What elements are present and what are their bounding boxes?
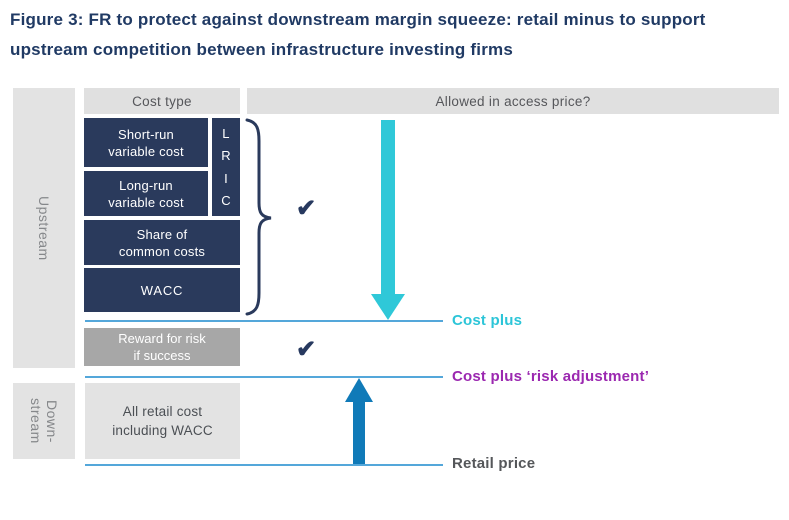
box-long-run-variable-cost: Long-run variable cost bbox=[84, 171, 208, 216]
box-text: WACC bbox=[140, 282, 184, 298]
upstream-band: Upstream bbox=[13, 88, 75, 368]
risk-adjustment-label: Cost plus ‘risk adjustment’ bbox=[452, 368, 650, 385]
box-all-retail-cost: All retail cost including WACC bbox=[85, 383, 240, 459]
box-text: Short-run bbox=[118, 126, 174, 142]
retail-price-label: Retail price bbox=[452, 455, 536, 472]
cost-plus-label: Cost plus bbox=[452, 312, 523, 329]
box-lric: L R I C bbox=[212, 118, 240, 216]
box-text: variable cost bbox=[108, 143, 184, 159]
upstream-label: Upstream bbox=[36, 195, 52, 261]
box-wacc: WACC bbox=[84, 268, 240, 312]
box-share-of-common-costs: Share of common costs bbox=[84, 220, 240, 265]
downstream-band: Down- stream bbox=[13, 383, 75, 459]
lric-letter: C bbox=[221, 193, 231, 209]
box-short-run-variable-cost: Short-run variable cost bbox=[84, 118, 208, 167]
up-arrow-head-icon bbox=[345, 378, 373, 402]
figure-title: Figure 3: FR to protect against downstre… bbox=[10, 10, 706, 59]
cost-type-header: Cost type bbox=[84, 88, 240, 114]
box-text: variable cost bbox=[108, 194, 184, 210]
down-arrow-icon bbox=[381, 120, 395, 294]
downstream-label: Down- stream bbox=[28, 398, 60, 444]
box-text: Reward for risk bbox=[118, 331, 206, 346]
brace-icon bbox=[245, 118, 272, 316]
lric-letter: R bbox=[221, 148, 231, 164]
box-text: Share of bbox=[136, 226, 188, 242]
allowed-in-access-price-header: Allowed in access price? bbox=[247, 88, 779, 114]
lric-letter: I bbox=[224, 170, 228, 186]
downstream-label-line2: stream bbox=[28, 398, 44, 444]
cost-plus-line bbox=[85, 320, 443, 322]
box-text: common costs bbox=[118, 243, 206, 259]
box-text: Long-run bbox=[119, 177, 173, 193]
check-icon: ✔ bbox=[295, 195, 317, 222]
risk-adjustment-line bbox=[85, 376, 443, 378]
box-text: if success bbox=[133, 348, 191, 363]
check-icon: ✔ bbox=[295, 336, 317, 363]
up-arrow-icon bbox=[353, 402, 365, 464]
down-arrow-head-icon bbox=[371, 294, 405, 320]
box-reward-for-risk: Reward for risk if success bbox=[84, 328, 240, 366]
lric-letter: L bbox=[222, 125, 230, 141]
retail-price-line bbox=[85, 464, 443, 466]
box-text: including WACC bbox=[112, 423, 213, 438]
box-text: All retail cost bbox=[122, 404, 203, 419]
downstream-label-line1: Down- bbox=[44, 399, 60, 443]
